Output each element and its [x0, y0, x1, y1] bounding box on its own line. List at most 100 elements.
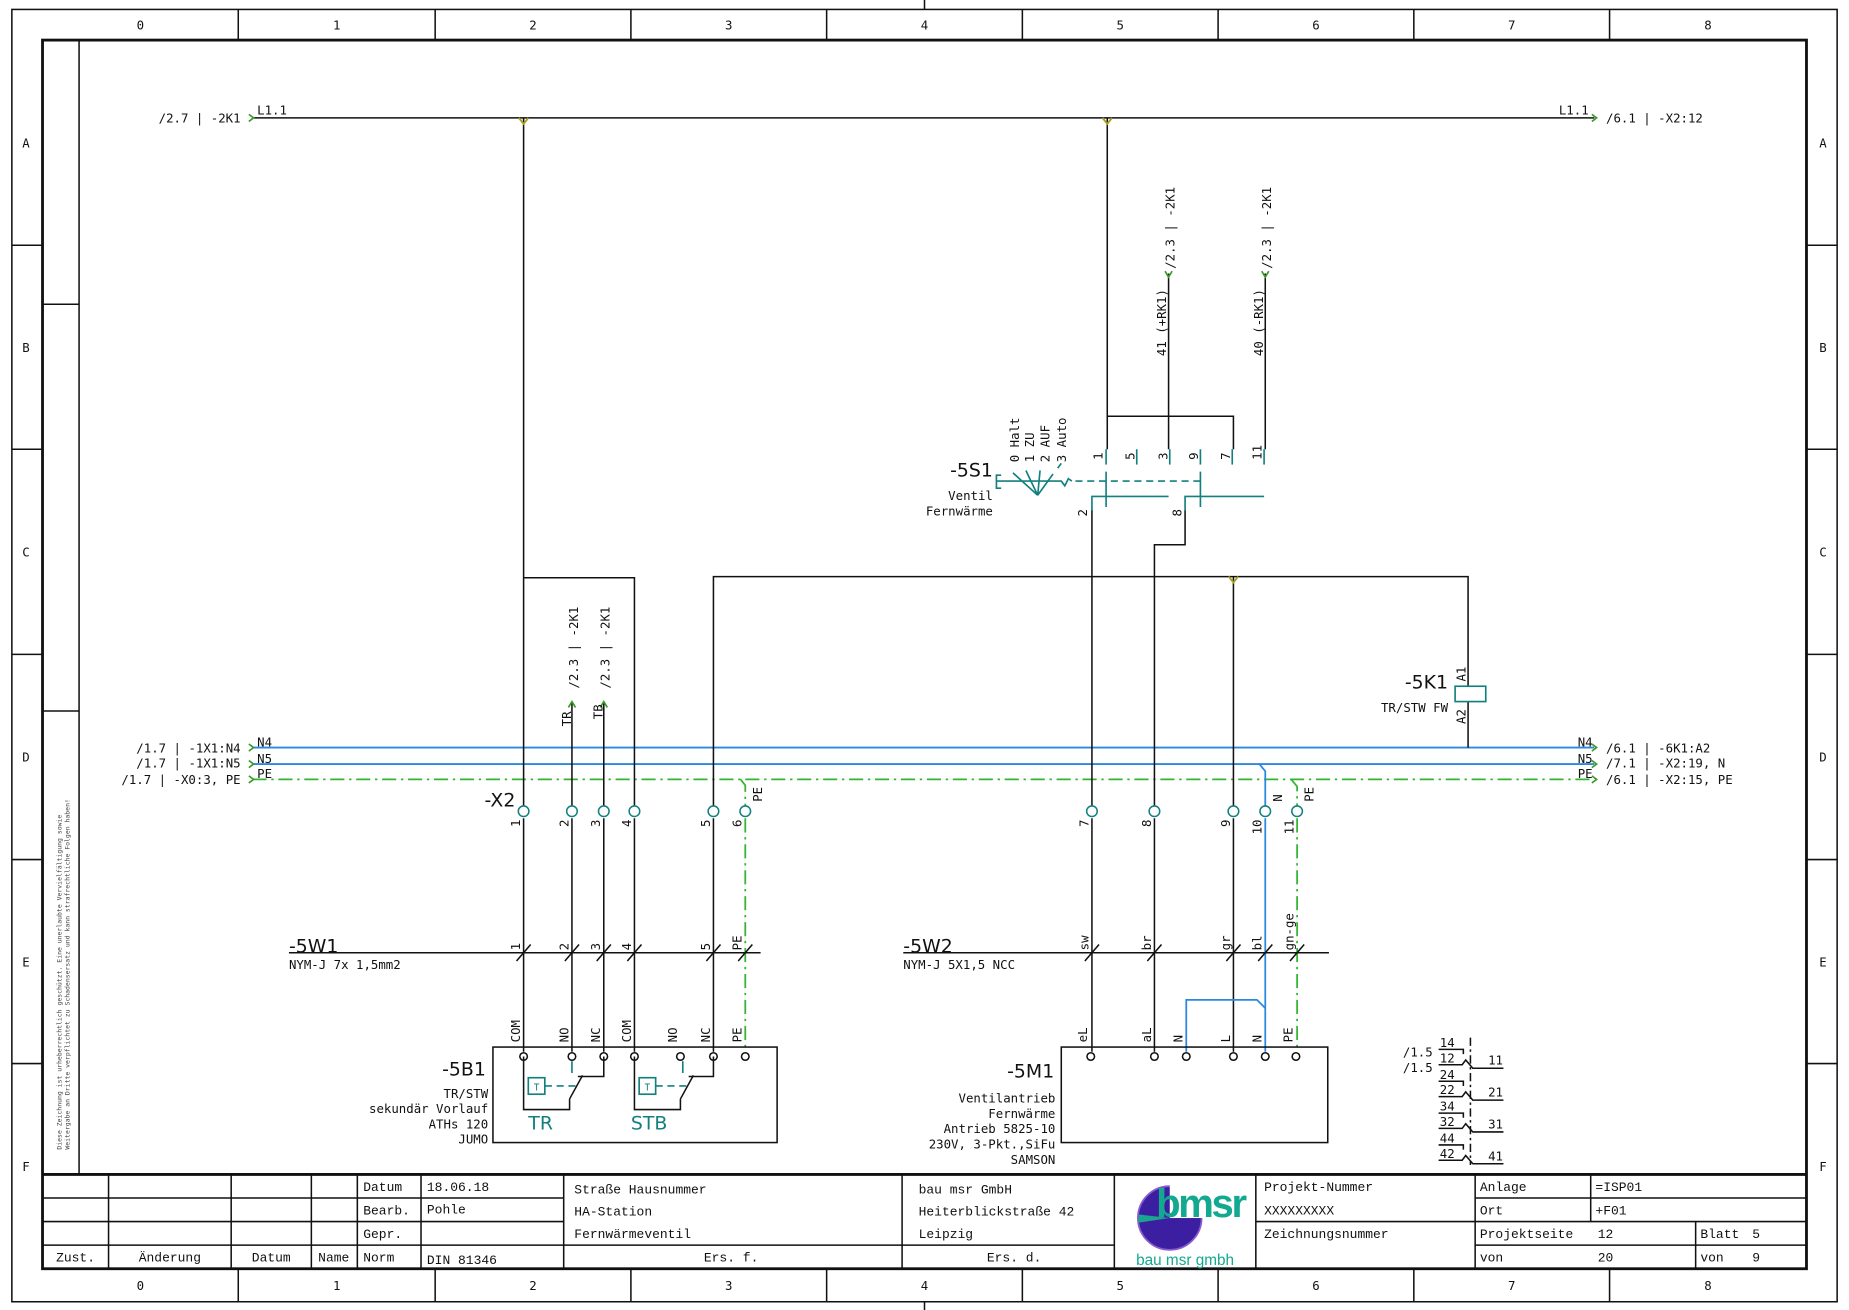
cable-core-mark	[737, 943, 753, 962]
contact-symbol	[1438, 1144, 1504, 1165]
terminal-11-pe-label: PE	[1303, 787, 1317, 802]
row-label-right: D	[1819, 751, 1826, 765]
supply-rails: /2.7 | -2K1 L1.1 L1.1 /6.1 | -X2:12 /1.7…	[121, 103, 1732, 788]
tr-wire: TR	[560, 711, 574, 726]
pe-right-ref: /6.1 | -X2:15, PE	[1606, 773, 1733, 788]
control-wires	[288, 117, 1469, 1052]
device-terminal	[567, 1051, 577, 1062]
row-label-right: F	[1819, 1160, 1826, 1174]
terminal	[597, 805, 610, 818]
terminal	[517, 805, 530, 818]
device-5m1-tag: -5M1	[1007, 1061, 1054, 1083]
terminal-number: 1	[509, 819, 523, 826]
cable-core-mark	[626, 943, 643, 962]
contact-label: 11	[1251, 445, 1265, 460]
cable-core-label: sw	[1077, 935, 1091, 950]
device-terminal	[1260, 1051, 1270, 1062]
cable-core-mark	[705, 943, 722, 962]
company-line1: bau msr GmbH	[919, 1182, 1012, 1197]
pe-left-tag: PE	[257, 767, 272, 781]
tb-wire: TB	[592, 704, 606, 719]
ers-d: Ers. d.	[987, 1251, 1041, 1266]
column-label-top: 3	[725, 18, 732, 32]
n5-left-tag: N5	[257, 752, 272, 766]
relay-5k1: -5K1 TR/STW FW A1 A2	[1381, 667, 1487, 724]
cable-core-mark	[564, 943, 580, 962]
cable-core-mark	[1084, 943, 1100, 962]
contact-ref: /1.5	[1403, 1045, 1433, 1059]
terminal-number: 6	[731, 819, 745, 826]
terminal-number: 4	[620, 819, 634, 826]
stb-label: STB	[631, 1113, 667, 1135]
column-label-top: 5	[1117, 18, 1124, 32]
switch-5s1-tag: -5S1	[950, 459, 993, 481]
device-5b1-line: JUMO	[458, 1133, 488, 1147]
column-label-top: 7	[1508, 18, 1515, 32]
l1-right-tag: L1.1	[1559, 103, 1589, 117]
cable-5w1-tag: -5W1	[289, 936, 338, 958]
terminal-number: 3	[589, 819, 603, 826]
device-5b1-line: sekundär Vorlauf	[369, 1102, 488, 1116]
cable-core-label: 4	[620, 943, 634, 950]
cable-core-mark	[1225, 943, 1242, 962]
l1-right-ref: /6.1 | -X2:12	[1606, 112, 1703, 127]
row-label-left: A	[22, 136, 30, 150]
stb-sensor-icon: T	[645, 1083, 651, 1094]
terminal	[628, 805, 641, 818]
contact-no-number: 34	[1440, 1100, 1455, 1114]
von-label: von	[1480, 1251, 1503, 1266]
contact-com-number: 41	[1488, 1149, 1503, 1163]
cable-core-mark	[596, 943, 612, 962]
switch-position-1: 1 ZU	[1023, 432, 1037, 462]
cable-core-label: 3	[589, 943, 603, 950]
device-terminal-label: COM	[509, 1020, 523, 1042]
relay-5k1-tag: -5K1	[1405, 672, 1448, 694]
cable-core-mark	[1146, 943, 1163, 962]
switch-5s1: -5S1 Ventil Fernwärme 0 Halt 1 ZU 2 AUF …	[926, 418, 1265, 518]
cable-core-label: gn-ge	[1283, 913, 1297, 950]
row-label-right: A	[1819, 136, 1827, 150]
n4-right-tag: N4	[1578, 735, 1593, 749]
relay-5k1-desc: TR/STW FW	[1381, 701, 1449, 715]
row-label-left: C	[22, 546, 29, 560]
terminal-number: 10	[1251, 819, 1265, 834]
relay-coil	[1454, 685, 1487, 703]
cable-core-label: bl	[1251, 935, 1265, 950]
row-label-left: E	[22, 955, 29, 969]
cable-core-label: br	[1140, 935, 1154, 950]
copyright-note-line1: Diese Zeichnung ist urheberrechtlich ges…	[55, 815, 63, 1150]
l1-left-ref: /2.7 | -2K1	[159, 112, 241, 127]
logo-text: bmsr	[1156, 1182, 1246, 1226]
switch-5s1-desc1: Ventil	[948, 489, 993, 503]
contact-nc-number: 12	[1440, 1051, 1455, 1065]
terminal-strip-tag: -X2	[485, 790, 516, 812]
row-label-left: B	[22, 341, 29, 355]
device-terminal	[1291, 1051, 1301, 1062]
terminal-number: 7	[1077, 819, 1091, 826]
device-terminal	[1228, 1051, 1238, 1062]
rev-header-datum: Datum	[252, 1251, 291, 1266]
cable-core-mark	[1257, 943, 1273, 962]
device-terminal-label: PE	[1281, 1027, 1295, 1042]
cable-core-label: 5	[699, 943, 713, 950]
cable-core-mark	[515, 943, 532, 962]
terminal-number: 9	[1219, 819, 1233, 826]
terminal	[1148, 805, 1161, 818]
cross-references: /2.3 | -2K1 41 (+RK1) /2.3 | -2K1 40 (-R…	[560, 187, 1275, 726]
company-line3: Leipzig	[919, 1227, 973, 1242]
n5-left-ref: /1.7 | -1X1:N5	[136, 757, 240, 772]
blatt-value: 5	[1752, 1227, 1760, 1242]
rk1-minus-wire: 40 (-RK1)	[1252, 289, 1266, 356]
device-terminal	[740, 1051, 750, 1062]
projektseite-label: Projektseite	[1480, 1227, 1573, 1242]
pe-left-ref: /1.7 | -X0:3, PE	[121, 773, 240, 788]
label-datum: Datum	[363, 1180, 402, 1195]
contact-label: 1	[1092, 452, 1106, 459]
contact-no-number: 14	[1440, 1036, 1455, 1050]
contact-label: 7	[1219, 452, 1233, 459]
